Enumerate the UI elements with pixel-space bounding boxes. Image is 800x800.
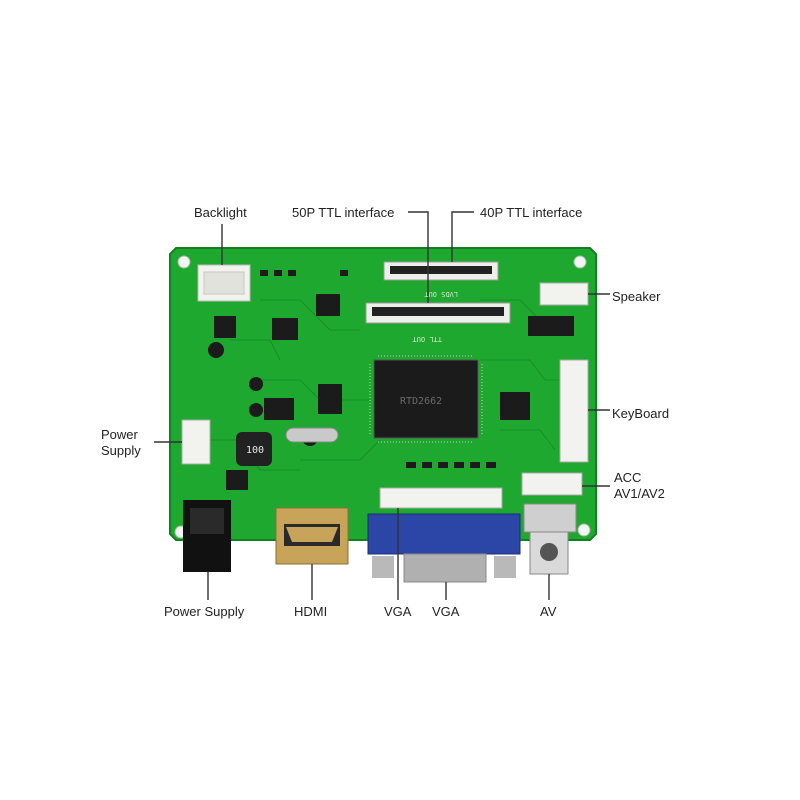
av-jack [523, 503, 577, 533]
label-power-left: Power [101, 427, 138, 442]
leader-ttl40 [451, 211, 474, 262]
capacitor [208, 342, 224, 358]
label-keyboard: KeyBoard [612, 406, 670, 421]
capacitor [249, 403, 263, 417]
mounting-hole [573, 255, 587, 269]
label-acc: ACC [614, 470, 642, 485]
mounting-hole [577, 523, 591, 537]
crystal [285, 427, 339, 443]
small-chip [214, 316, 236, 338]
small-chip [226, 470, 248, 490]
vga-header [379, 487, 503, 509]
small-chip [316, 294, 340, 316]
label-av1-av2: AV1/AV2 [614, 486, 665, 501]
capacitor [249, 377, 263, 391]
inductor [236, 432, 272, 466]
label-backlight: Backlight [194, 205, 247, 220]
main-chip-pins [369, 355, 483, 443]
amp-chip [528, 316, 574, 336]
small-chip [264, 398, 294, 420]
label-av: AV [540, 604, 557, 619]
main-chip-mark: RTD2662 [400, 396, 442, 407]
silk-ttl-out: TTL OUT [412, 335, 442, 343]
main-chip [373, 359, 479, 439]
label-supply-left: Supply [101, 443, 141, 458]
mounting-hole [177, 255, 191, 269]
small-chip [500, 392, 530, 420]
label-vga-1: VGA [384, 604, 412, 619]
keyboard-connector [559, 359, 589, 463]
small-chip [272, 318, 298, 340]
acc-connector [521, 472, 583, 496]
label-hdmi: HDMI [294, 604, 328, 619]
silk-lvds-out: LVDS OUT [423, 290, 458, 298]
label-speaker: Speaker [612, 289, 661, 304]
vga-port [367, 513, 521, 555]
label-vga-2: VGA [432, 604, 460, 619]
speaker-connector [539, 282, 589, 306]
leader-lines [154, 211, 610, 600]
inductor-mark: 100 [246, 445, 264, 456]
leader-ttl50 [408, 211, 429, 303]
small-chip [318, 384, 342, 414]
label-power-supply-bottom: Power Supply [164, 604, 245, 619]
smd-row [260, 270, 496, 468]
label-ttl-40p: 40P TTL interface [480, 205, 583, 220]
power-supply-connector [181, 419, 211, 465]
label-ttl-50p: 50P TTL interface [292, 205, 395, 220]
